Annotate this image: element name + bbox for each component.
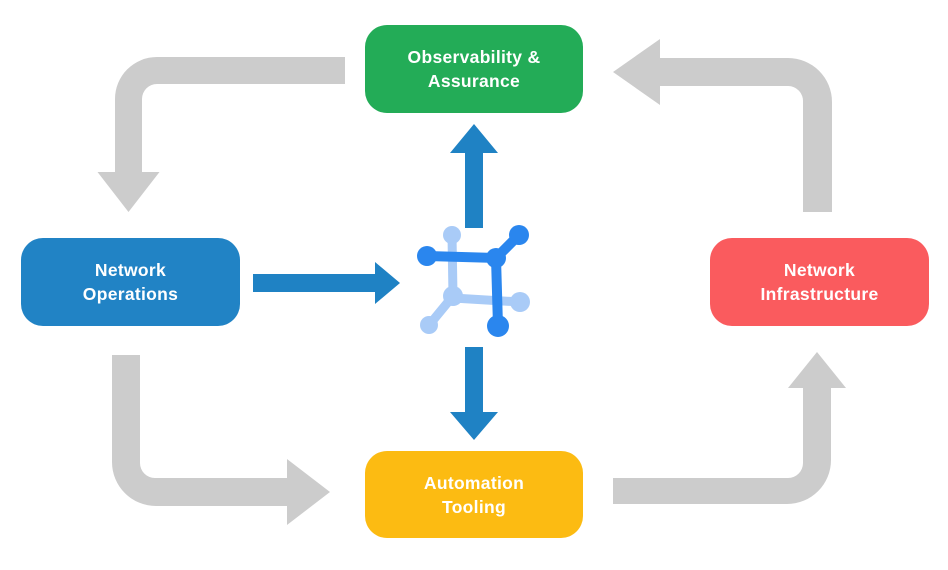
node-label-line: Network <box>94 260 167 280</box>
node-label-line: Network <box>783 260 856 280</box>
flow-arrow-right <box>253 262 400 304</box>
flow-arrow-down <box>450 347 498 440</box>
node-label-line: Observability & <box>407 47 541 67</box>
node-label-line: Assurance <box>427 71 521 91</box>
flow-arrows <box>253 124 498 440</box>
node-automation-tooling: Automation Tooling <box>365 451 583 538</box>
node-network-operations: Network Operations <box>21 238 240 326</box>
mesh-dark-nodes <box>417 225 529 337</box>
cycle-arrow-bottom-right <box>613 352 846 504</box>
cycle-arrow-top-left <box>97 57 345 212</box>
network-mesh-icon <box>417 225 530 337</box>
node-label-line: Operations <box>82 284 179 304</box>
cycle-arrows <box>97 39 846 525</box>
node-network-infrastructure: Network Infrastructure <box>710 238 929 326</box>
cycle-arrow-top-right <box>613 39 832 212</box>
node-label-line: Infrastructure <box>760 284 879 304</box>
node-label-line: Tooling <box>442 496 506 517</box>
mesh-light-nodes <box>420 226 530 334</box>
cycle-arrow-bottom-left <box>112 355 330 525</box>
flow-arrow-up <box>450 124 498 228</box>
node-label-line: Automation <box>423 472 525 493</box>
node-observability-assurance: Observability & Assurance <box>365 25 583 113</box>
